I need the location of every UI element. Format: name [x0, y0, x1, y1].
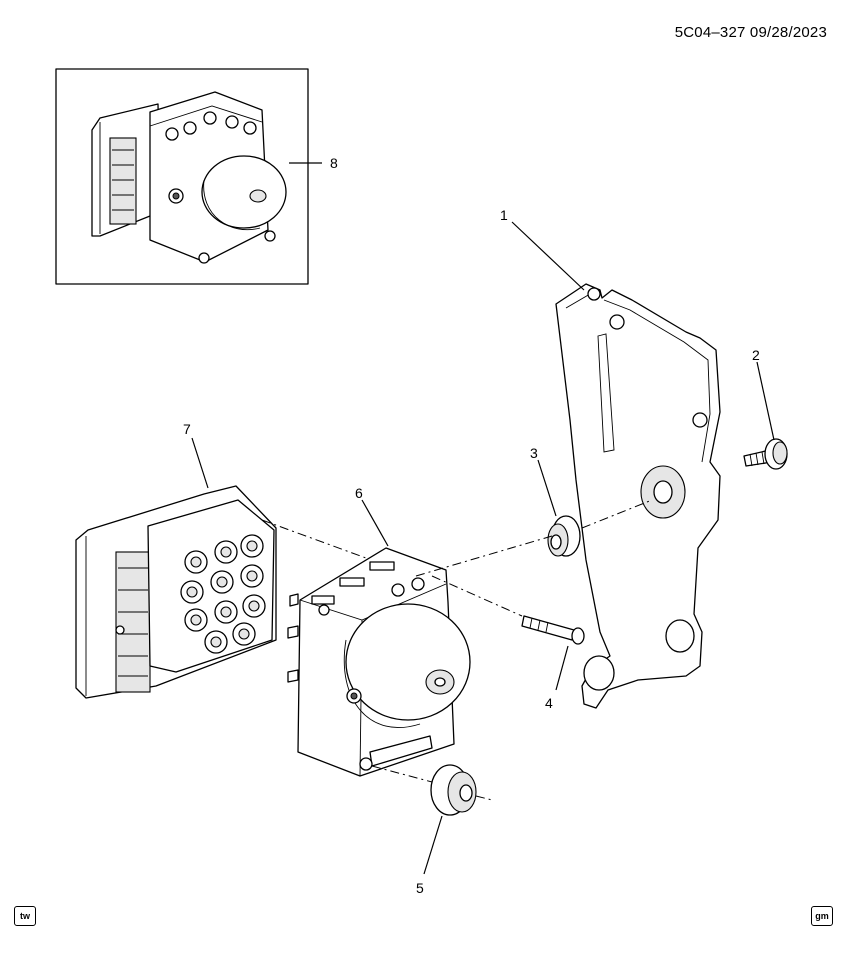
- brake-pressure-modulator-valve: 6: [287, 485, 471, 777]
- callout-3: 3: [530, 445, 538, 461]
- inset-abs-module: [91, 91, 287, 264]
- callout-7: 7: [183, 421, 191, 437]
- callout-5: 5: [416, 880, 424, 896]
- callout-2: 2: [752, 347, 760, 363]
- inset-box: 8: [55, 68, 338, 285]
- assembly-lines: [261, 499, 653, 801]
- bracket-bolt: 2: [743, 347, 788, 470]
- module-bolt: 4: [521, 615, 585, 711]
- electronic-brake-control-module: 7: [75, 421, 277, 699]
- callout-4: 4: [545, 695, 553, 711]
- gm-logo: gm: [811, 906, 833, 926]
- callout-6: 6: [355, 485, 363, 501]
- upper-grommet: 3: [530, 445, 581, 557]
- callout-8: 8: [330, 155, 338, 171]
- lower-grommet: 5: [416, 764, 477, 896]
- tw-badge: tw: [14, 906, 36, 926]
- document-id: 5C04–327 09/28/2023: [674, 24, 827, 41]
- mounting-bracket: 1: [500, 207, 721, 709]
- callout-1: 1: [500, 207, 508, 223]
